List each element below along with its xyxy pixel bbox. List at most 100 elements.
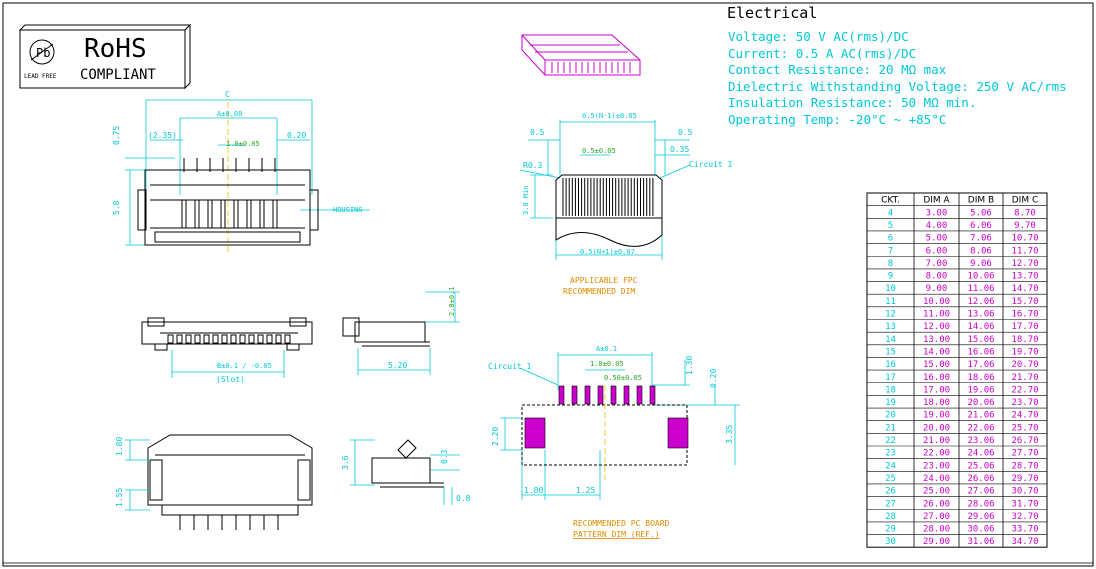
table-cell: 21.00 (923, 436, 950, 446)
table-cell: 28.70 (1011, 461, 1038, 471)
side-view-bottom: 3.6 0.3 0.8 (341, 439, 471, 505)
table-cell: 28 (885, 512, 896, 522)
table-cell: 16 (885, 360, 896, 370)
pcb-dim-a: A±0.1 (596, 345, 617, 353)
slot-contact (284, 334, 291, 344)
table-cell: 25.06 (967, 461, 994, 471)
lead-free-caption: LEAD FREE (24, 73, 57, 80)
table-cell: 14.00 (923, 347, 950, 357)
table-cell: 29 (885, 525, 896, 535)
pcb-signal-pad (597, 385, 604, 405)
table-cell: 14 (885, 335, 896, 345)
table-cell: 9.06 (970, 259, 992, 269)
slot-contact (248, 334, 255, 344)
table-cell: 11.06 (967, 284, 994, 294)
pcb-signal-pad (649, 385, 656, 405)
table-cell: 26.00 (923, 499, 950, 509)
pcb-signal-pad (623, 385, 630, 405)
slot-label: (Slot) (216, 375, 245, 384)
bottom-view: 1.80 1.55 (115, 434, 313, 530)
slot-contact (176, 334, 183, 344)
electrical-line: Voltage: 50 V AC(rms)/DC (728, 29, 909, 44)
contact-slot (272, 199, 278, 229)
contact-slot (181, 199, 187, 229)
table-cell: 16.70 (1011, 310, 1038, 320)
table-cell: 30.06 (967, 525, 994, 535)
fpc-radius: R0.3 (523, 161, 542, 170)
dim-a-label: A±0.08 (217, 110, 242, 118)
side-height-label: 2.0±0.1 (448, 286, 456, 316)
table-header: DIM B (968, 196, 994, 206)
fpc-caption-1: APPLICABLE FPC (570, 276, 638, 285)
table-cell: 22.70 (1011, 385, 1038, 395)
front-view: C A±0.08 1.0±0.05 (2.35) 0.20 0.75 5.8 H… (112, 90, 370, 255)
table-cell: 33.70 (1011, 525, 1038, 535)
table-cell: 22.06 (967, 423, 994, 433)
table-cell: 29.70 (1011, 474, 1038, 484)
table-cell: 5.00 (926, 234, 948, 244)
slot-contact (167, 334, 174, 344)
table-row: 8 7.00 9.06 12.70 (888, 259, 1039, 269)
table-cell: 12 (885, 310, 896, 320)
pcb-anchor-pad-right (667, 417, 689, 449)
table-cell: 10 (885, 284, 896, 294)
table-cell: 5 (888, 221, 893, 231)
pcb-dim-020: 0.20 (709, 369, 718, 388)
electrical-line: Current: 0.5 A AC(rms)/DC (728, 46, 916, 61)
table-cell: 28.00 (923, 525, 950, 535)
table-cell: 8 (888, 259, 893, 269)
slot-contact (203, 334, 210, 344)
table-cell: 18 (885, 385, 896, 395)
table-cell: 24 (885, 461, 896, 471)
table-cell: 15.00 (923, 360, 950, 370)
table-cell: 7.06 (970, 234, 992, 244)
side-bottom-dim-e: 0.8 (456, 494, 471, 503)
table-cell: 26.06 (967, 474, 994, 484)
table-cell: 4.00 (926, 221, 948, 231)
fpc-dim-left: 0.5 (530, 128, 545, 137)
table-cell: 25 (885, 474, 896, 484)
electrical-line: Operating Temp: -20°C ~ +85°C (728, 112, 946, 127)
table-cell: 31.70 (1011, 499, 1038, 509)
table-cell: 4 (888, 208, 893, 218)
table-cell: 29.00 (923, 537, 950, 547)
table-cell: 19.70 (1011, 347, 1038, 357)
table-cell: 24.00 (923, 474, 950, 484)
table-cell: 8.70 (1014, 208, 1036, 218)
pcb-dim-335: 3.35 (725, 425, 734, 444)
table-cell: 11.00 (923, 310, 950, 320)
fpc-view: 0.5(N-1)±0.05 0.5 0.5 0.5±0.05 0.35 R0.3… (519, 112, 733, 296)
table-cell: 20 (885, 411, 896, 421)
bottom-dim-a: 1.80 (115, 437, 124, 456)
pcb-anchor-pad-left (524, 417, 546, 449)
table-cell: 20.70 (1011, 360, 1038, 370)
table-cell: 30.70 (1011, 487, 1038, 497)
fpc-dim-min: 3.0 Min (522, 185, 530, 215)
table-cell: 12.70 (1011, 259, 1038, 269)
pcb-circuit-label: Circuit 1 (488, 362, 532, 371)
contact-slot (233, 199, 239, 229)
slot-contact (257, 334, 264, 344)
table-cell: 7.00 (926, 259, 948, 269)
table-cell: 29.06 (967, 512, 994, 522)
side-bottom-dim-d: 0.3 (440, 449, 449, 464)
table-cell: 13.70 (1011, 272, 1038, 282)
table-cell: 22 (885, 436, 896, 446)
table-cell: 12.00 (923, 322, 950, 332)
table-cell: 17.06 (967, 360, 994, 370)
slot-dim-label: B±0.1 / -0.05 (217, 362, 272, 370)
table-cell: 16.06 (967, 347, 994, 357)
lead-free-letter: Pb (36, 46, 50, 60)
pcb-signal-pad (636, 385, 643, 405)
